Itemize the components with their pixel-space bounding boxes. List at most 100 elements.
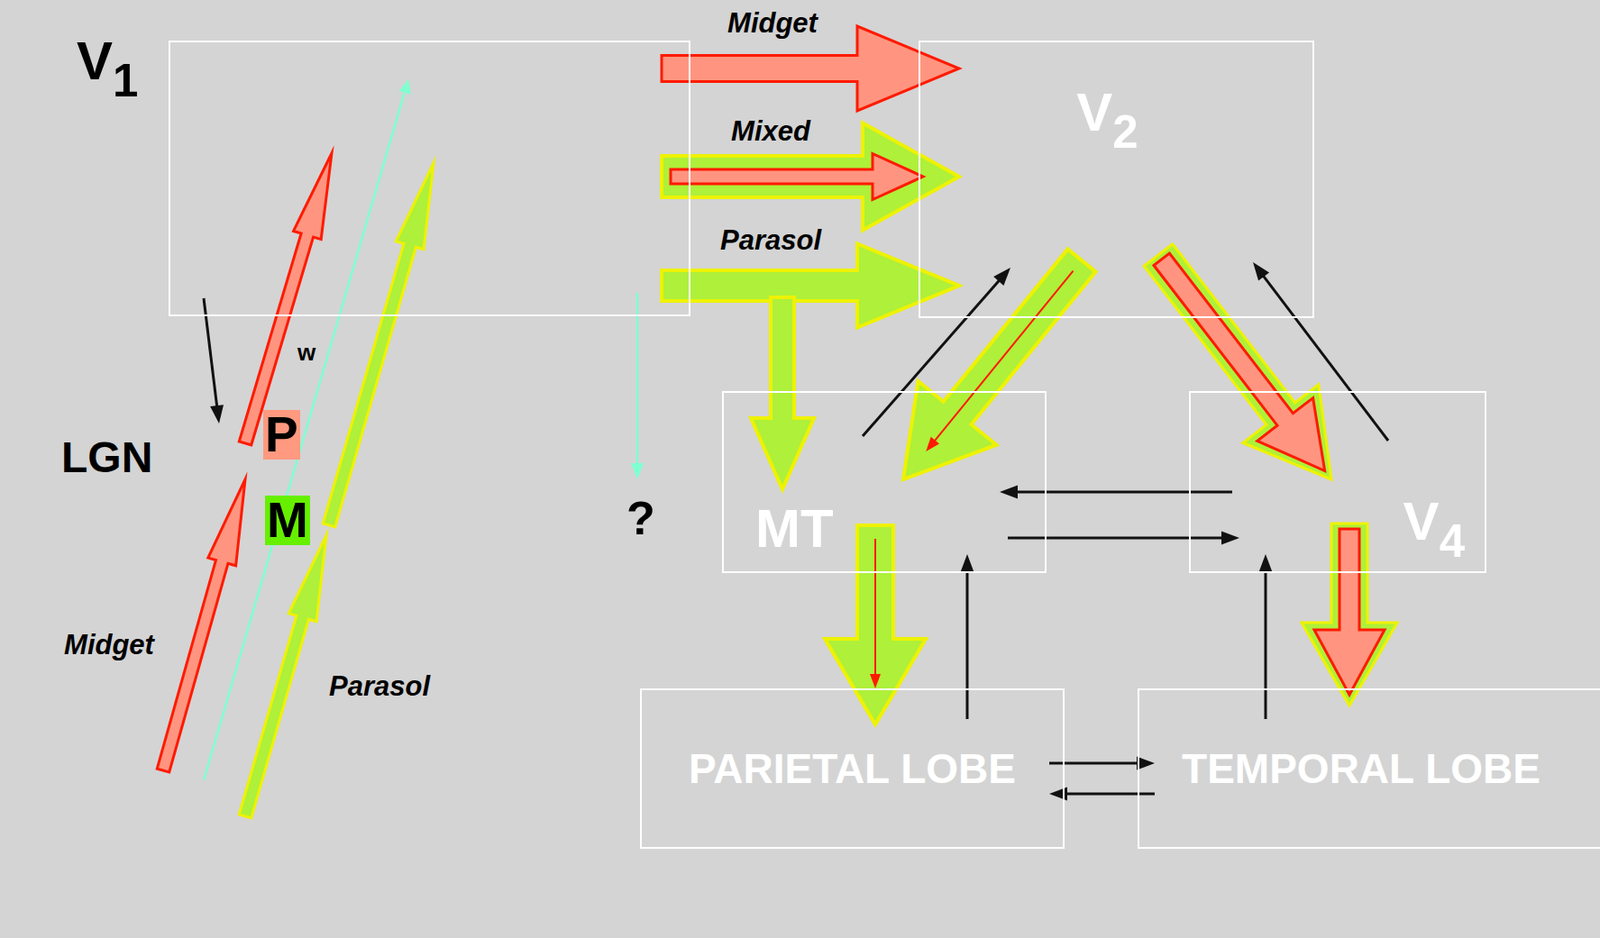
pathway-connector — [322, 163, 434, 528]
mixed-arrow-inner-head — [925, 437, 940, 452]
mixed-arrow-outer — [1301, 523, 1398, 706]
pathway-label: Midget — [64, 630, 155, 659]
mixed-arrow-inner — [933, 271, 1073, 442]
midget-arrow — [661, 26, 960, 111]
feedback-arrow — [1262, 274, 1389, 441]
pathway-connector — [824, 525, 926, 725]
feedback-arrow-head — [993, 267, 1011, 286]
feedback-arrow — [1049, 762, 1139, 766]
label-slot: LGN — [61, 436, 153, 480]
pathway-connector — [203, 298, 224, 424]
pathway-label: Midget — [727, 9, 818, 37]
nucleus-name: LGN — [61, 436, 153, 480]
pathway-label: Mixed — [731, 117, 811, 146]
pathway-connector — [999, 485, 1233, 500]
box-fill — [918, 40, 1315, 319]
pathway-connector — [862, 267, 1011, 437]
parvo-layer: P — [259, 407, 304, 462]
layer-name: M — [265, 495, 311, 546]
label-slot: w — [297, 340, 316, 365]
parasol-arrow — [322, 163, 434, 528]
lgn-nucleus: LGNPM — [183, 374, 413, 604]
pathway-connector — [960, 554, 975, 720]
cortex-area-box: V2 — [918, 40, 1315, 319]
lobe-box: TEMPORAL LOBE — [1137, 688, 1600, 850]
lobe-box: PARIETAL LOBE — [640, 688, 1065, 850]
stripe-divider — [1206, 40, 1208, 319]
pathway-connector — [1143, 244, 1332, 480]
mixed-arrow-inner — [874, 539, 877, 677]
unknown-target-mark: ? — [626, 494, 656, 542]
feedback-arrow-head — [1259, 554, 1273, 573]
feedback-arrow-head — [999, 485, 1018, 500]
pathway-connector — [1301, 523, 1398, 706]
edge-label-slot: Parasol — [720, 226, 822, 255]
pathway-label: Parasol — [720, 226, 822, 255]
label-slot: V1 — [76, 34, 138, 89]
text-subscript: 1 — [112, 54, 138, 107]
pathway-connector — [903, 248, 1097, 480]
text-main: V — [76, 30, 113, 92]
pathway-connector — [661, 244, 960, 329]
box-fills — [168, 40, 1600, 850]
cortex-area-box: V4 — [1188, 391, 1487, 574]
area-name: V1 — [76, 34, 138, 89]
mixed-arrow-inner — [1153, 253, 1326, 471]
mixed-arrow-outer — [661, 123, 960, 231]
lgn-outline — [183, 374, 413, 604]
parasol-fiber-arrow — [238, 535, 327, 819]
feedback-arrow — [1015, 491, 1233, 494]
magno-layer: M — [261, 493, 314, 548]
box-fill — [1137, 688, 1600, 850]
text-main: V — [1403, 491, 1440, 552]
edge-label-slot: Mixed — [731, 117, 811, 146]
mixed-arrow-outer — [903, 248, 1097, 480]
pathway-connector — [661, 123, 960, 231]
label-slot: ? — [626, 494, 656, 542]
unknown-pathway-line — [636, 292, 640, 464]
eye-ball — [16, 713, 276, 934]
lobe-name: PARIETAL LOBE — [688, 748, 1016, 790]
midget-arrow — [238, 153, 332, 446]
eye-arrows — [156, 479, 327, 819]
mixed-arrow-inner — [1314, 529, 1385, 695]
w-pathway-head — [399, 79, 412, 95]
unknown-pathway-head — [630, 463, 644, 480]
feedback-arrow — [1007, 537, 1224, 540]
parasol-arrow — [750, 297, 814, 490]
cortex-area-box: MT — [722, 391, 1047, 574]
pathway-connector — [750, 297, 814, 490]
mixed-arrow-outer — [1143, 244, 1332, 480]
pathway-connector — [661, 26, 960, 111]
text-main: V — [1076, 82, 1113, 143]
feedback-arrow-head — [1252, 262, 1270, 281]
feedback-arrow — [966, 570, 970, 720]
cortical-layer-line — [168, 131, 691, 134]
text-subscript: 4 — [1439, 515, 1465, 567]
pathway-connector — [1252, 262, 1389, 441]
mixed-arrow-inner — [670, 154, 924, 201]
box-fill — [640, 688, 1065, 850]
text-subscript: 2 — [1112, 106, 1138, 158]
cortex-area-box: V1 — [168, 40, 691, 317]
feedback-arrow — [1065, 793, 1155, 796]
lgn-body — [162, 374, 448, 774]
lobe-name: TEMPORAL LOBE — [1181, 748, 1541, 790]
pathway-connector — [1007, 531, 1240, 546]
layer-name: P — [263, 410, 301, 460]
stripe-divider — [1006, 40, 1009, 319]
parasol-arrow — [661, 244, 960, 329]
fiber-label: w — [297, 340, 316, 365]
pathway-connector — [1259, 554, 1273, 720]
area-name: V4 — [1403, 494, 1465, 549]
pathway-label: Parasol — [329, 672, 430, 701]
feedback-arrow-head — [960, 554, 975, 573]
cortical-layer-line — [168, 87, 691, 90]
eye-ball-fill — [18, 715, 275, 933]
label-slot: Midget — [64, 630, 155, 659]
feedback-arrow — [862, 280, 1000, 437]
feedback-arrow-head — [1221, 531, 1240, 546]
feedback-arrow-head — [1049, 787, 1068, 802]
parvo-region — [183, 374, 413, 604]
